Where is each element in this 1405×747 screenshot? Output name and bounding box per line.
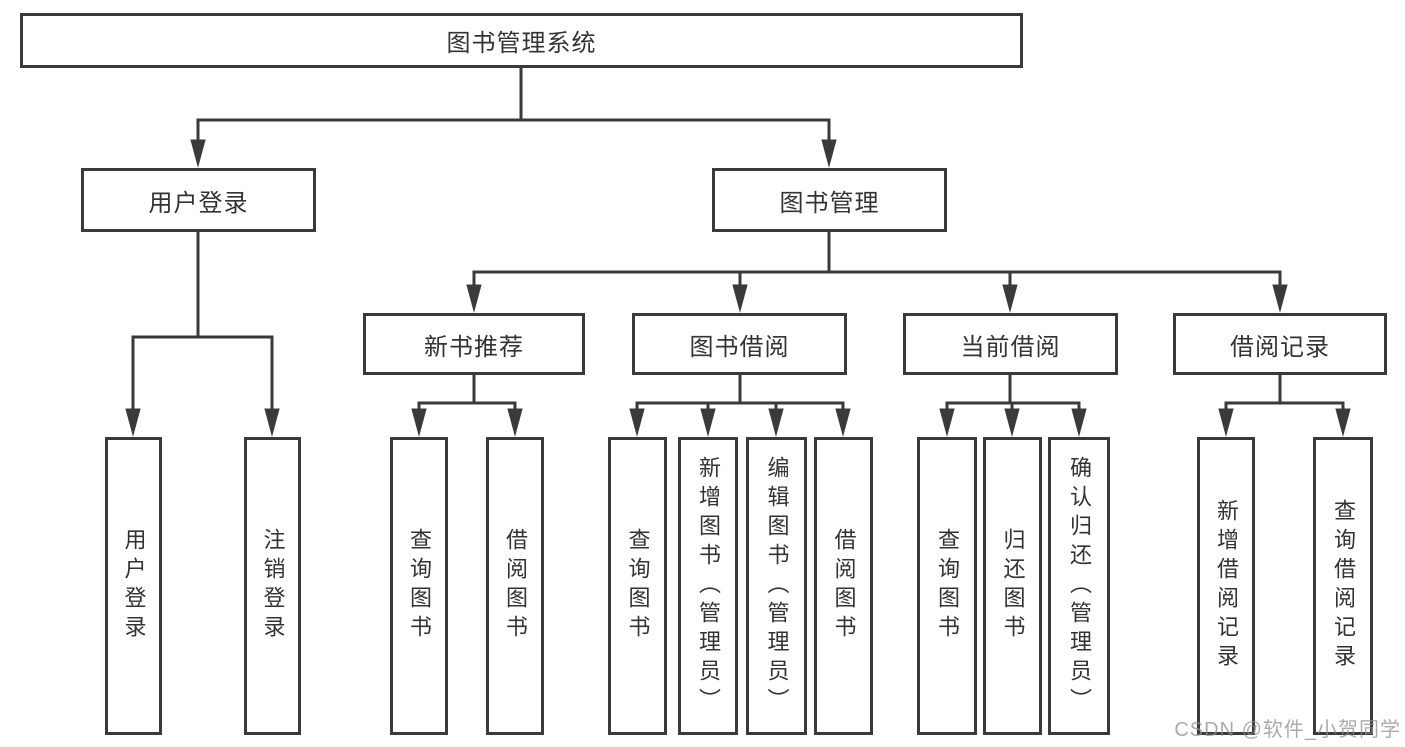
leaf-newbooks-query-label: 查询图书 (407, 528, 432, 644)
leaf-logout-label: 注销登录 (260, 528, 286, 644)
node-root-label: 图书管理系统 (446, 30, 597, 57)
node-current-borrow-label: 当前借阅 (960, 333, 1061, 361)
node-user-login: 用户登录 (81, 168, 316, 232)
leaf-records-add-label: 新增借阅记录 (1214, 499, 1239, 673)
leaf-records-add: 新增借阅记录 (1197, 437, 1255, 735)
connector-book-borrow (629, 375, 851, 437)
connector-book-management (466, 232, 1288, 313)
leaf-newbooks-borrow-label: 借阅图书 (503, 528, 528, 644)
leaf-current-query: 查询图书 (917, 437, 977, 735)
node-current-borrow: 当前借阅 (903, 313, 1118, 375)
connector-root (190, 68, 837, 168)
leaf-borrow-query: 查询图书 (608, 437, 667, 735)
leaf-user-login-label: 用户登录 (121, 528, 147, 644)
node-book-borrow-label: 图书借阅 (689, 333, 790, 361)
node-new-books: 新书推荐 (363, 313, 585, 375)
leaf-current-return-label: 归还图书 (1000, 528, 1026, 644)
leaf-borrow-query-label: 查询图书 (625, 528, 651, 644)
leaf-logout: 注销登录 (244, 437, 301, 735)
connector-borrow-records (1218, 375, 1351, 437)
leaf-newbooks-borrow: 借阅图书 (486, 437, 544, 735)
node-root: 图书管理系统 (20, 13, 1023, 68)
leaf-borrow-edit-admin-label: 编辑图书（管理员） (764, 455, 790, 717)
leaf-current-query-label: 查询图书 (935, 528, 960, 644)
node-new-books-label: 新书推荐 (424, 333, 524, 361)
leaf-records-query-label: 查询借阅记录 (1331, 499, 1356, 673)
leaf-current-confirm-admin: 确认归还（管理员） (1048, 437, 1110, 735)
leaf-newbooks-query: 查询图书 (390, 437, 448, 735)
connector-user-login (125, 232, 280, 437)
node-user-login-label: 用户登录 (148, 189, 249, 217)
node-book-borrow: 图书借阅 (632, 313, 847, 375)
connector-current-borrow (939, 375, 1087, 437)
leaf-current-return: 归还图书 (983, 437, 1042, 735)
connector-new-books (411, 375, 523, 437)
node-borrow-records: 借阅记录 (1173, 313, 1387, 375)
leaf-borrow-book-label: 借阅图书 (831, 528, 857, 644)
node-book-management: 图书管理 (712, 168, 947, 232)
node-borrow-records-label: 借阅记录 (1230, 333, 1330, 361)
leaf-user-login: 用户登录 (105, 437, 162, 735)
node-book-management-label: 图书管理 (779, 189, 880, 217)
leaf-records-query: 查询借阅记录 (1313, 437, 1373, 735)
leaf-borrow-add-admin-label: 新增图书（管理员） (696, 455, 721, 717)
leaf-borrow-book: 借阅图书 (814, 437, 873, 735)
leaf-current-confirm-admin-label: 确认归还（管理员） (1067, 455, 1092, 717)
leaf-borrow-edit-admin: 编辑图书（管理员） (746, 437, 807, 735)
leaf-borrow-add-admin: 新增图书（管理员） (678, 437, 738, 735)
